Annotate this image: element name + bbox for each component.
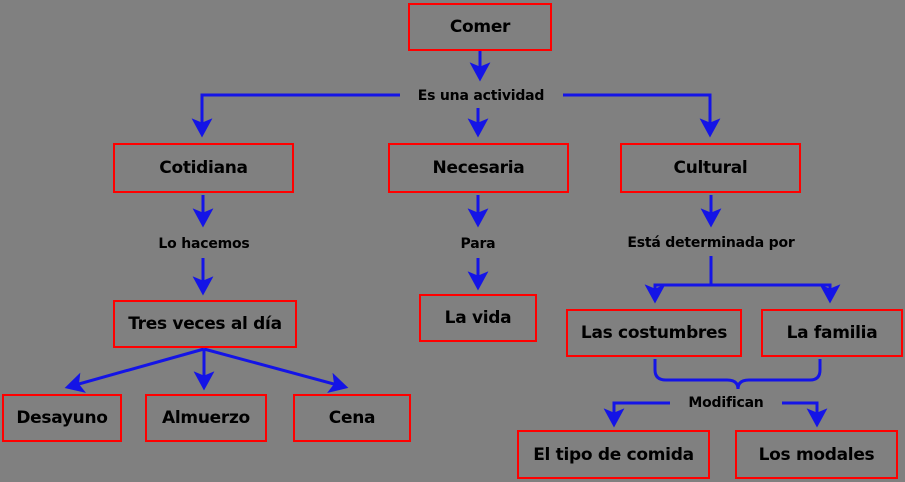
link-label-para: Para — [455, 234, 501, 254]
node-cultural[interactable]: Cultural — [620, 143, 801, 193]
node-label: El tipo de comida — [533, 444, 694, 465]
link-label-text: Modifican — [688, 395, 764, 411]
edge-modifican-modales — [782, 401, 828, 428]
edge-tresveces-cena — [203, 347, 349, 394]
edge-determinada-split-right — [711, 283, 841, 304]
node-label: La familia — [786, 323, 878, 343]
node-comer[interactable]: Comer — [408, 3, 552, 51]
link-label-modifican: Modifican — [679, 392, 773, 414]
node-tres-veces-al-dia[interactable]: Tres veces al día — [113, 300, 297, 348]
link-label-es-una-actividad: Es una actividad — [408, 85, 554, 107]
edge-brace-merge — [653, 359, 822, 390]
node-label: Las costumbres — [580, 323, 728, 343]
node-almuerzo[interactable]: Almuerzo — [145, 394, 267, 442]
link-label-text: Lo hacemos — [158, 236, 250, 252]
link-label-text: Para — [460, 236, 496, 252]
node-label: Cena — [328, 408, 376, 428]
edge-determinada-split — [644, 256, 713, 304]
node-los-modales[interactable]: Los modales — [735, 430, 898, 479]
node-la-familia[interactable]: La familia — [761, 309, 903, 357]
node-el-tipo-de-comida[interactable]: El tipo de comida — [517, 430, 710, 479]
node-label: Los modales — [758, 444, 875, 465]
node-necesaria[interactable]: Necesaria — [388, 143, 569, 193]
edge-actividad-cultural — [563, 93, 721, 138]
link-label-lo-hacemos: Lo hacemos — [154, 234, 254, 254]
node-desayuno[interactable]: Desayuno — [2, 394, 122, 442]
link-label-esta-determinada-por: Está determinada por — [618, 232, 804, 254]
node-label: Desayuno — [16, 408, 108, 428]
node-label: La vida — [444, 308, 512, 328]
node-label: Almuerzo — [162, 408, 250, 428]
node-label: Comer — [449, 17, 511, 37]
node-label: Cultural — [673, 158, 748, 178]
edge-tresveces-desayuno — [64, 347, 205, 393]
link-label-text: Es una actividad — [417, 88, 545, 104]
node-label: Cotidiana — [159, 158, 248, 178]
node-label: Tres veces al día — [128, 314, 282, 334]
node-cena[interactable]: Cena — [293, 394, 411, 442]
node-la-vida[interactable]: La vida — [419, 294, 537, 342]
node-cotidiana[interactable]: Cotidiana — [113, 143, 294, 193]
node-label: Necesaria — [432, 158, 525, 178]
link-label-text: Está determinada por — [627, 235, 795, 251]
edge-modifican-tipocomida — [603, 401, 670, 428]
node-las-costumbres[interactable]: Las costumbres — [566, 309, 742, 357]
edge-actividad-cotidiana — [191, 93, 400, 138]
